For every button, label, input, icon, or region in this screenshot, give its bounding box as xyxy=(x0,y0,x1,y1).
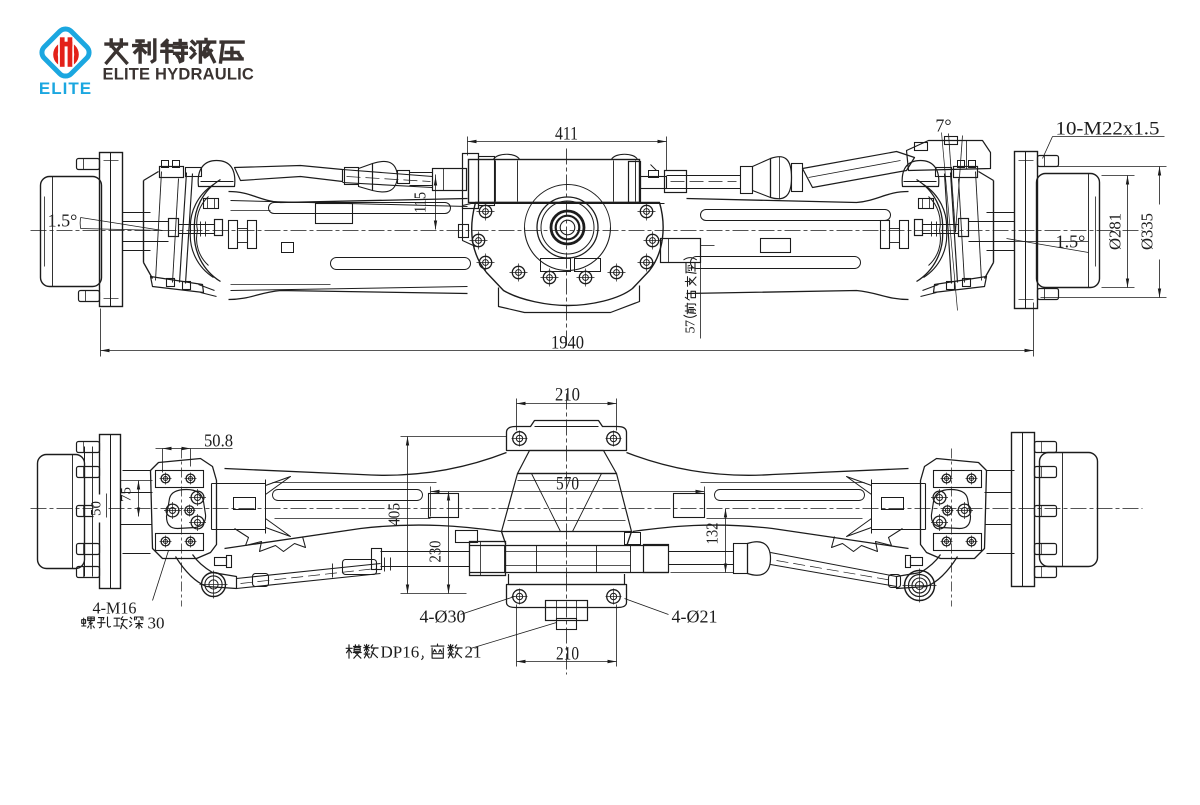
svg-text:1.5°: 1.5° xyxy=(1056,232,1086,252)
svg-text:5: 5 xyxy=(684,327,699,334)
svg-text:1.5°: 1.5° xyxy=(48,211,78,231)
svg-text:405: 405 xyxy=(385,503,404,526)
svg-text:Ø335: Ø335 xyxy=(1138,213,1157,250)
svg-text:230: 230 xyxy=(426,541,445,563)
svg-text:132: 132 xyxy=(703,523,722,545)
svg-text:Ø281: Ø281 xyxy=(1106,213,1125,250)
svg-text:ELITE: ELITE xyxy=(39,79,92,98)
svg-text:7: 7 xyxy=(684,320,699,327)
svg-text:4-M16: 4-M16 xyxy=(93,599,137,618)
svg-text:210: 210 xyxy=(556,644,579,665)
svg-text:210: 210 xyxy=(555,385,580,406)
svg-text:DP16: DP16 xyxy=(381,643,420,662)
svg-text:75: 75 xyxy=(119,487,135,502)
svg-text:4-Ø21: 4-Ø21 xyxy=(672,607,718,627)
svg-text:50: 50 xyxy=(89,501,105,516)
svg-text:ELITE HYDRAULIC: ELITE HYDRAULIC xyxy=(103,66,255,84)
svg-text:7°: 7° xyxy=(935,116,951,136)
svg-text:411: 411 xyxy=(555,124,578,145)
svg-text:570: 570 xyxy=(556,474,579,495)
svg-text:50.8: 50.8 xyxy=(204,431,233,451)
svg-text:30: 30 xyxy=(148,614,165,633)
svg-text:21: 21 xyxy=(465,643,482,662)
svg-text:4-Ø30: 4-Ø30 xyxy=(420,607,466,627)
svg-text:115: 115 xyxy=(411,192,430,213)
svg-text:1940: 1940 xyxy=(551,333,584,354)
svg-text:10-M22x1.5: 10-M22x1.5 xyxy=(1056,119,1160,140)
